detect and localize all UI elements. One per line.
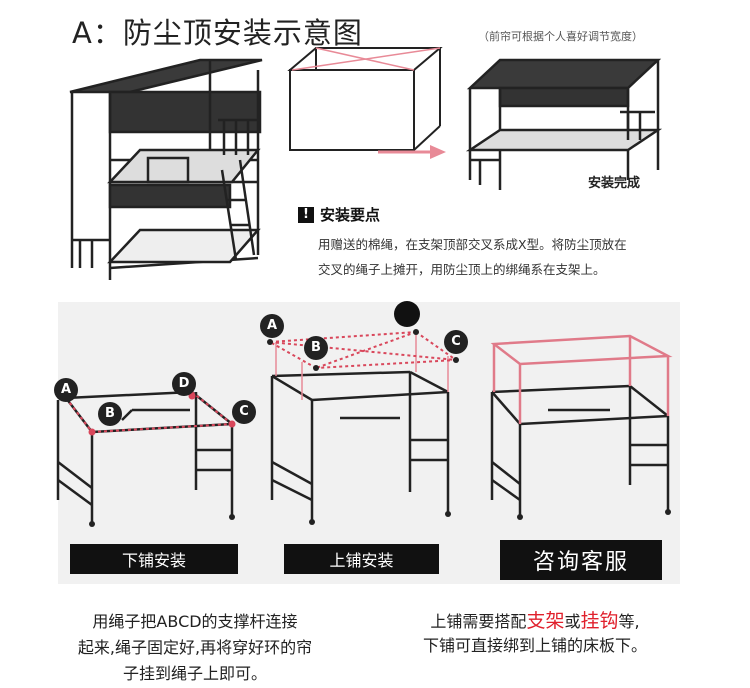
arrow-right-icon [378,145,446,159]
lower-bunk-button[interactable]: 下铺安装 [70,544,238,574]
bunk-bed-with-canopy [69,58,263,280]
label-c: C [232,400,256,424]
bottom-right-highlight-bracket: 支架 [526,610,565,632]
label-a-upper: A [260,314,284,338]
done-label: 安装完成 [588,176,641,191]
key-points-title: ! 安装要点 [298,204,380,225]
label-d-marker [394,301,420,327]
frame-bunk-diagram [490,384,670,515]
key-points-heading: 安装要点 [320,206,381,224]
label-b: B [98,402,122,426]
label-d: D [172,372,196,396]
bottom-left-line-2: 起来,绳子固定好,再将穿好环的帘 [77,638,313,657]
label-a: A [54,378,78,402]
key-point-line-1: 用赠送的棉绳，在支架顶部交叉系成X型。将防尘顶放在 [318,237,627,252]
bottom-right-line-1: 上铺需要搭配支架或挂钩等, [380,606,690,633]
key-point-line-2: 交叉的绳子上摊开，用防尘顶上的绑绳系在支架上。 [318,262,606,277]
customer-service-button[interactable]: 咨询客服 [500,540,662,580]
bottom-right-highlight-hook: 挂钩 [580,610,619,632]
label-c-upper: C [444,330,468,354]
page-title: A：防尘顶安装示意图 [72,16,363,50]
exclamation-icon: ! [298,206,314,223]
bottom-right-text-e: 等, [618,612,640,631]
upper-bunk-diagram [270,370,450,520]
bottom-right-text-c: 或 [564,612,581,631]
bottom-right-text-a: 上铺需要搭配 [430,612,527,631]
bottom-left-line-3: 子挂到绳子上即可。 [122,664,267,683]
label-b-upper: B [304,336,328,360]
bunk-bed-finished [465,58,663,190]
frame-with-cross-rope [287,47,443,151]
width-note: （前帘可根据个人喜好调节宽度） [478,30,643,43]
upper-bunk-button[interactable]: 上铺安装 [284,544,439,574]
bottom-right-line-2: 下铺可直接绑到上铺的床板下。 [422,636,647,655]
lower-bunk-diagram [56,390,234,522]
bottom-left-line-1: 用绳子把ABCD的支撑杆连接 [92,612,298,631]
